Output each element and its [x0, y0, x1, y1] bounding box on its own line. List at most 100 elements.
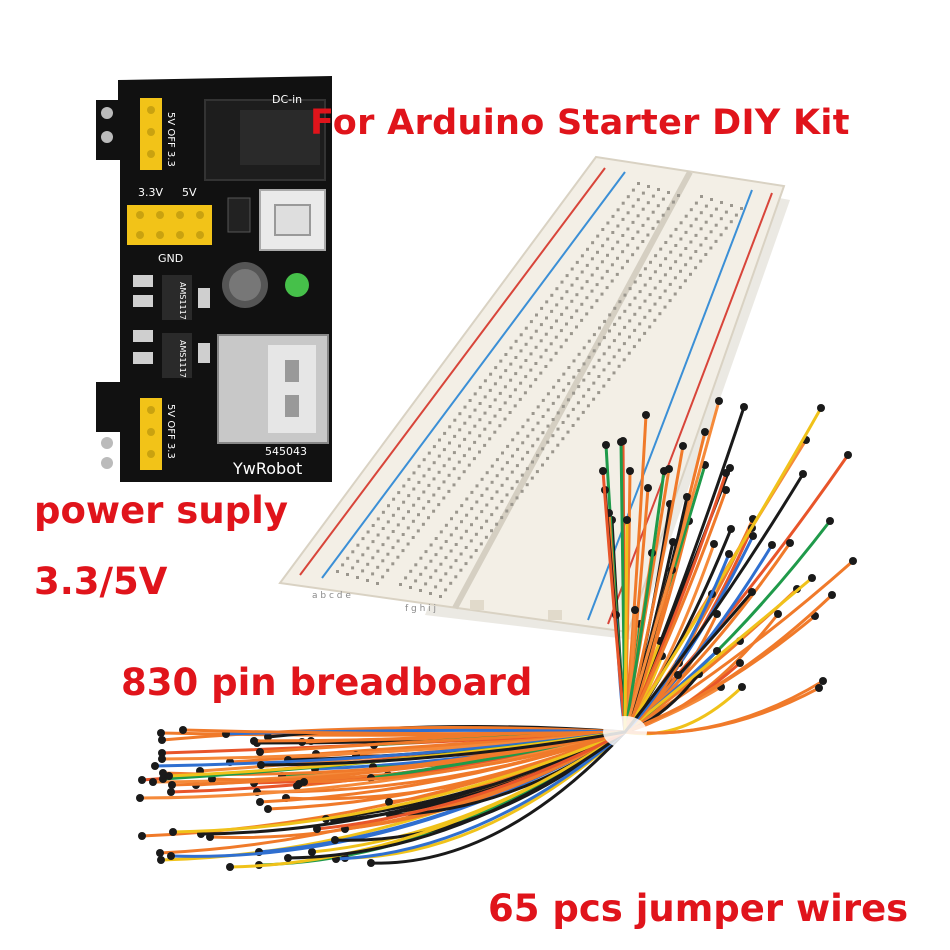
wire-connector — [158, 749, 166, 757]
wire-connector — [808, 574, 816, 582]
wire-connector — [159, 769, 167, 777]
wire-connector — [151, 762, 159, 770]
wire-connector — [250, 737, 258, 745]
jumper-bottom-label: 5V OFF 3.3 — [165, 404, 176, 459]
wire-connector — [713, 647, 721, 655]
wire-connector — [367, 859, 375, 867]
led-indicator — [285, 273, 309, 297]
wire-connector — [849, 557, 857, 565]
wire-connector — [158, 755, 166, 763]
caption-breadboard: 830 pin breadboard — [121, 661, 533, 704]
wire-connector — [385, 798, 393, 806]
wire-connector — [138, 832, 146, 840]
wire-connector — [826, 517, 834, 525]
jumper-wire — [334, 649, 719, 861]
rail-red-right — [607, 192, 773, 625]
wire-connector — [679, 442, 687, 450]
label-3v3: 3.3V — [138, 186, 163, 199]
wire-connector — [157, 729, 165, 737]
wire-connector — [623, 516, 631, 524]
wire-connector — [226, 863, 234, 871]
rail-blue-left — [321, 171, 626, 579]
dc-label: DC-in — [272, 93, 302, 106]
wire-connector — [331, 836, 339, 844]
wire-connector — [165, 772, 173, 780]
caption-voltage: 3.3/5V — [34, 560, 168, 603]
jumper-wire — [160, 608, 637, 761]
caption-power-supply: power suply — [34, 489, 288, 532]
wire-connector — [722, 469, 730, 477]
jumper-wire — [302, 673, 680, 784]
wire-connector — [257, 761, 265, 769]
wire-tie — [603, 716, 647, 748]
wire-connector — [844, 451, 852, 459]
wire-connector — [799, 470, 807, 478]
wire-connector — [179, 726, 187, 734]
wire-connector — [683, 493, 691, 501]
wire-connector — [710, 540, 718, 548]
wire-connector — [264, 733, 272, 741]
regulator-chip-2 — [162, 333, 192, 378]
wire-connector — [660, 467, 668, 475]
wire-connector — [631, 606, 639, 614]
wire-connector — [308, 848, 316, 856]
jumper-wire — [369, 672, 701, 865]
caption-jumper-wires: 65 pcs jumper wires — [488, 887, 909, 930]
wire-connector — [774, 610, 782, 618]
wire-connector — [768, 541, 776, 549]
wire-connector — [817, 404, 825, 412]
chip1-label: AMS1117 — [178, 282, 187, 320]
power-supply-module: DC-in 5V OFF 3.3 3.3V 5V GND — [96, 76, 332, 482]
jumper-top-label: 5V OFF 3.3 — [165, 112, 176, 167]
wire-connector — [722, 486, 730, 494]
wire-connector — [138, 776, 146, 784]
brand-label: YwRobot — [232, 459, 302, 478]
wire-connector — [749, 532, 757, 540]
wire-connector — [701, 428, 709, 436]
bb-cols-right: f g h i j — [405, 604, 436, 614]
wire-connector — [626, 467, 634, 475]
wire-connector — [642, 411, 650, 419]
wire-connector — [602, 441, 610, 449]
wire-connector — [159, 775, 167, 783]
gnd-label: GND — [158, 252, 183, 265]
wire-connector — [674, 671, 682, 679]
jumper-wire — [181, 686, 821, 736]
header-pins — [127, 205, 212, 245]
wire-connector — [599, 467, 607, 475]
wire-connector — [157, 856, 165, 864]
wire-connector — [740, 403, 748, 411]
wire-connector — [169, 828, 177, 836]
wire-connector — [158, 736, 166, 744]
wire-connector — [736, 659, 744, 667]
wire-connector — [815, 684, 823, 692]
wire-connector — [715, 397, 723, 405]
wire-connector — [727, 525, 735, 533]
wire-connector — [256, 798, 264, 806]
wire-connector — [819, 677, 827, 685]
wire-connector — [313, 825, 321, 833]
bb-cols-left: a b c d e — [312, 591, 351, 601]
wire-connector — [617, 438, 625, 446]
wire-connector — [725, 550, 733, 558]
wire-connector — [256, 748, 264, 756]
chip2-label: AMS1117 — [178, 340, 187, 378]
wire-connector — [167, 788, 175, 796]
wire-connector — [828, 591, 836, 599]
wire-connector — [156, 849, 164, 857]
wire-connector — [264, 805, 272, 813]
wire-connector — [149, 778, 157, 786]
breadboard-holes — [336, 182, 743, 598]
rail-blue-right — [587, 189, 753, 621]
wire-connector — [748, 588, 756, 596]
regulator-chip-1 — [162, 275, 192, 320]
wire-connector — [738, 683, 746, 691]
wire-connector — [300, 778, 308, 786]
caption-kit-title: For Arduino Starter DIY Kit — [310, 103, 850, 143]
wire-connector — [644, 484, 652, 492]
rail-red-left — [299, 167, 606, 576]
wire-connector — [284, 854, 292, 862]
part-number: 545043 — [265, 445, 307, 458]
